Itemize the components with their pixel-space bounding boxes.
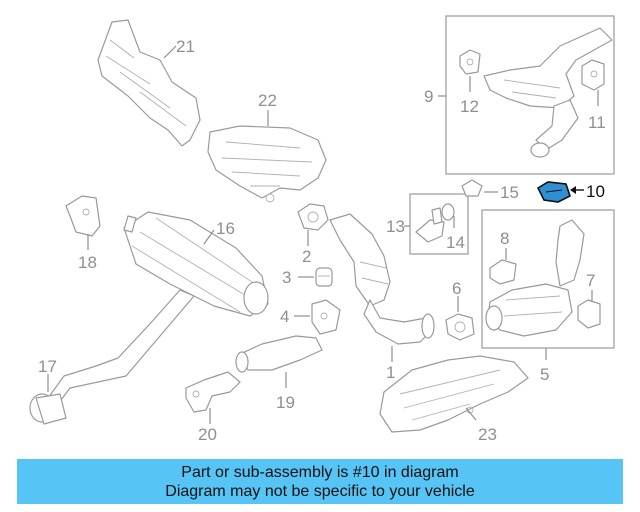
part-9-rear-muffler[interactable] bbox=[483, 27, 613, 158]
banner-line-2: Diagram may not be specific to your vehi… bbox=[165, 483, 475, 500]
label-1: 1 bbox=[386, 363, 395, 382]
part-2-gasket[interactable] bbox=[297, 203, 329, 231]
label-12: 12 bbox=[460, 97, 479, 116]
label-11: 11 bbox=[588, 113, 606, 132]
part-22-heat-shield[interactable] bbox=[207, 125, 327, 203]
part-7-hanger[interactable] bbox=[577, 299, 601, 329]
label-13: 13 bbox=[386, 217, 405, 236]
box-9 bbox=[445, 15, 615, 175]
banner-line-1: Part or sub-assembly is #10 in diagram bbox=[181, 464, 459, 481]
info-banner: Part or sub-assembly is #10 in diagram D… bbox=[17, 459, 623, 504]
label-15: 15 bbox=[500, 183, 519, 202]
label-21: 21 bbox=[176, 37, 195, 56]
label-10: 10 bbox=[586, 182, 605, 201]
leader-10-arrow bbox=[570, 186, 576, 194]
box-5 bbox=[481, 209, 615, 349]
label-9: 9 bbox=[424, 87, 433, 106]
part-21-heat-shield[interactable] bbox=[97, 19, 201, 147]
part-18-bracket[interactable] bbox=[65, 195, 101, 237]
label-17: 17 bbox=[38, 357, 57, 376]
box-13-14 bbox=[409, 193, 469, 255]
label-8: 8 bbox=[500, 229, 509, 248]
part-20-clamp[interactable] bbox=[185, 371, 241, 413]
part-5-front-muffler[interactable] bbox=[485, 219, 585, 337]
part-8-hanger[interactable] bbox=[489, 259, 517, 285]
label-20: 20 bbox=[198, 425, 217, 444]
leader-16 bbox=[203, 229, 215, 245]
label-7: 7 bbox=[586, 271, 595, 290]
label-5: 5 bbox=[540, 365, 549, 384]
label-2: 2 bbox=[302, 247, 311, 266]
label-22: 22 bbox=[258, 91, 277, 110]
part-19-hose[interactable] bbox=[235, 335, 323, 373]
part-11-hanger[interactable] bbox=[581, 59, 605, 91]
part-23-heat-shield[interactable] bbox=[379, 355, 529, 433]
part-1-converter-pipe[interactable] bbox=[329, 213, 435, 345]
part-15-gasket[interactable] bbox=[461, 179, 483, 197]
label-6: 6 bbox=[452, 279, 461, 298]
part-14-gasket[interactable] bbox=[441, 203, 455, 221]
leader-23 bbox=[465, 407, 477, 421]
label-19: 19 bbox=[276, 393, 295, 412]
part-3-mount[interactable] bbox=[315, 267, 333, 287]
part-13-sensor[interactable] bbox=[415, 207, 445, 243]
part-4-bracket[interactable] bbox=[311, 299, 341, 335]
label-4: 4 bbox=[280, 307, 289, 326]
part-12-hanger[interactable] bbox=[459, 49, 481, 75]
part-6-gasket[interactable] bbox=[445, 313, 475, 341]
part-10-gasket-highlighted[interactable] bbox=[536, 181, 571, 203]
label-16: 16 bbox=[216, 219, 235, 238]
leader-21 bbox=[163, 45, 177, 59]
label-23: 23 bbox=[478, 425, 497, 444]
label-14: 14 bbox=[446, 233, 465, 252]
label-18: 18 bbox=[78, 253, 97, 272]
label-3: 3 bbox=[282, 268, 291, 287]
part-17-front-pipe[interactable] bbox=[29, 289, 195, 425]
part-16-center-muffler[interactable] bbox=[123, 211, 269, 317]
